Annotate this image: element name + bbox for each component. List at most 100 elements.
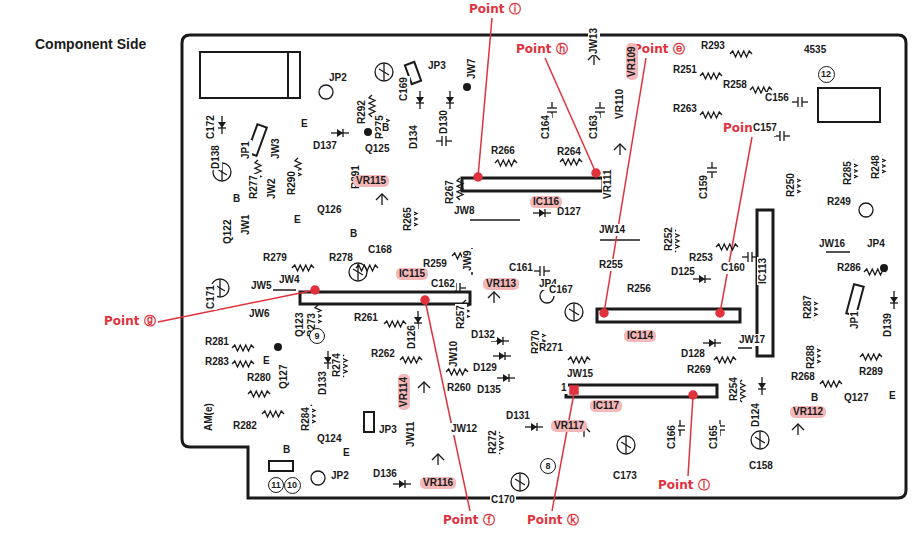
resistor-symbol	[730, 51, 752, 57]
part-label: JP2	[328, 72, 348, 84]
part-label: JW9	[462, 249, 474, 272]
capacitor-symbol	[792, 101, 798, 102]
part-label: JW7	[466, 57, 478, 80]
test-point-label: Point ⓖ	[103, 314, 157, 329]
part-label: R292	[356, 99, 368, 125]
part-label: JW8	[453, 205, 476, 217]
electrolytic-symbol	[511, 473, 529, 491]
callout-text: 10	[287, 480, 297, 490]
part-label: D134	[408, 124, 420, 150]
part-label: D124	[750, 402, 762, 428]
part-label: VR113	[483, 278, 519, 290]
electrolytic-symbol	[349, 263, 367, 281]
capacitor-symbol	[679, 420, 680, 426]
part-label: D126	[406, 324, 418, 350]
diode-symbol	[221, 116, 222, 134]
ic-outline	[597, 309, 740, 322]
part-label: Q122	[222, 219, 234, 245]
part-label: C165	[708, 424, 720, 450]
electrolytic-symbol	[617, 436, 635, 454]
part-label: R261	[353, 312, 379, 324]
callout-number: 8	[540, 458, 556, 474]
part-label: C168	[367, 244, 393, 256]
capacitor-symbol	[711, 162, 712, 168]
part-label: R281	[204, 336, 230, 348]
pad-dot	[364, 128, 372, 136]
resistor-symbol	[716, 244, 738, 250]
part-label: JW15	[566, 368, 594, 380]
capacitor-symbol	[797, 97, 798, 107]
jumper-outline	[364, 412, 374, 432]
resistor-symbol	[262, 411, 284, 417]
diagram-title: Component Side	[35, 36, 146, 52]
electrolytic-symbol	[219, 280, 220, 296]
part-label: JW10	[448, 340, 460, 368]
resistor-symbol	[446, 369, 468, 375]
test-point	[319, 85, 333, 99]
capacitor-symbol	[441, 136, 442, 146]
part-label: IC117	[590, 400, 622, 412]
electrolytic-symbol	[357, 264, 358, 280]
part-label: C159	[698, 174, 710, 200]
part-label: VR109	[626, 43, 638, 80]
resistor-symbol	[820, 381, 842, 387]
part-label: D138	[210, 144, 222, 170]
test-point-label: Point ⓚ	[526, 513, 580, 528]
part-label: R287	[802, 294, 814, 320]
part-label: D129	[472, 362, 498, 374]
part-label: D127	[556, 206, 582, 218]
part-label: VR110	[614, 88, 626, 120]
part-label: AM(e)	[203, 402, 215, 432]
capacitor-symbol	[711, 172, 712, 178]
part-label: JP3	[378, 424, 398, 436]
part-label: 1	[560, 382, 568, 394]
resistor-symbol	[860, 354, 882, 360]
part-label: JP2	[330, 470, 350, 482]
resistor-symbol	[568, 357, 590, 363]
capacitor-symbol	[534, 270, 540, 271]
part-label: D128	[680, 348, 706, 360]
diode-symbol	[497, 377, 515, 378]
diode-symbol	[331, 132, 349, 133]
part-label: R257	[455, 304, 467, 330]
part-label: R271	[538, 342, 564, 354]
pad-dot	[463, 83, 471, 91]
part-label: C156	[764, 92, 790, 104]
part-label: VR117	[551, 420, 587, 432]
diode-symbol	[525, 426, 543, 427]
resistor-symbol	[457, 178, 463, 200]
part-label: C157	[752, 122, 778, 134]
part-label: JW12	[450, 423, 478, 435]
part-label: R252	[663, 226, 675, 252]
trimmer-symbol	[619, 144, 620, 155]
part-label: E	[342, 447, 351, 459]
electrolytic-symbol	[625, 437, 626, 453]
part-label: R250	[785, 172, 797, 198]
test-point-label: Point ⓛ	[657, 478, 711, 493]
part-label: VR116	[420, 477, 456, 489]
test-point	[859, 203, 873, 217]
part-label: Q125	[364, 143, 390, 155]
part-label: JW1	[240, 213, 252, 236]
part-label: R284	[300, 406, 312, 432]
part-label: C172	[205, 114, 217, 140]
callout-text: 12	[821, 69, 831, 79]
resistor-symbol	[400, 357, 422, 363]
part-label: Q127	[843, 392, 869, 404]
part-label: JW16	[818, 238, 846, 250]
test-point-label: Point ⓗ	[515, 42, 569, 57]
part-label: VR111	[602, 169, 614, 200]
part-label: 4535	[803, 44, 827, 56]
part-label: D131	[505, 410, 531, 422]
capacitor-symbol	[679, 430, 680, 436]
part-label: C173	[612, 470, 638, 482]
part-label: C162	[430, 278, 456, 290]
resistor-symbol	[384, 321, 406, 327]
board-outline	[182, 35, 906, 498]
part-label: R262	[370, 348, 396, 360]
resistor-symbol	[714, 357, 736, 363]
diode-symbol	[693, 278, 711, 279]
resistor-symbol	[700, 73, 722, 79]
part-label: R267	[444, 179, 456, 205]
